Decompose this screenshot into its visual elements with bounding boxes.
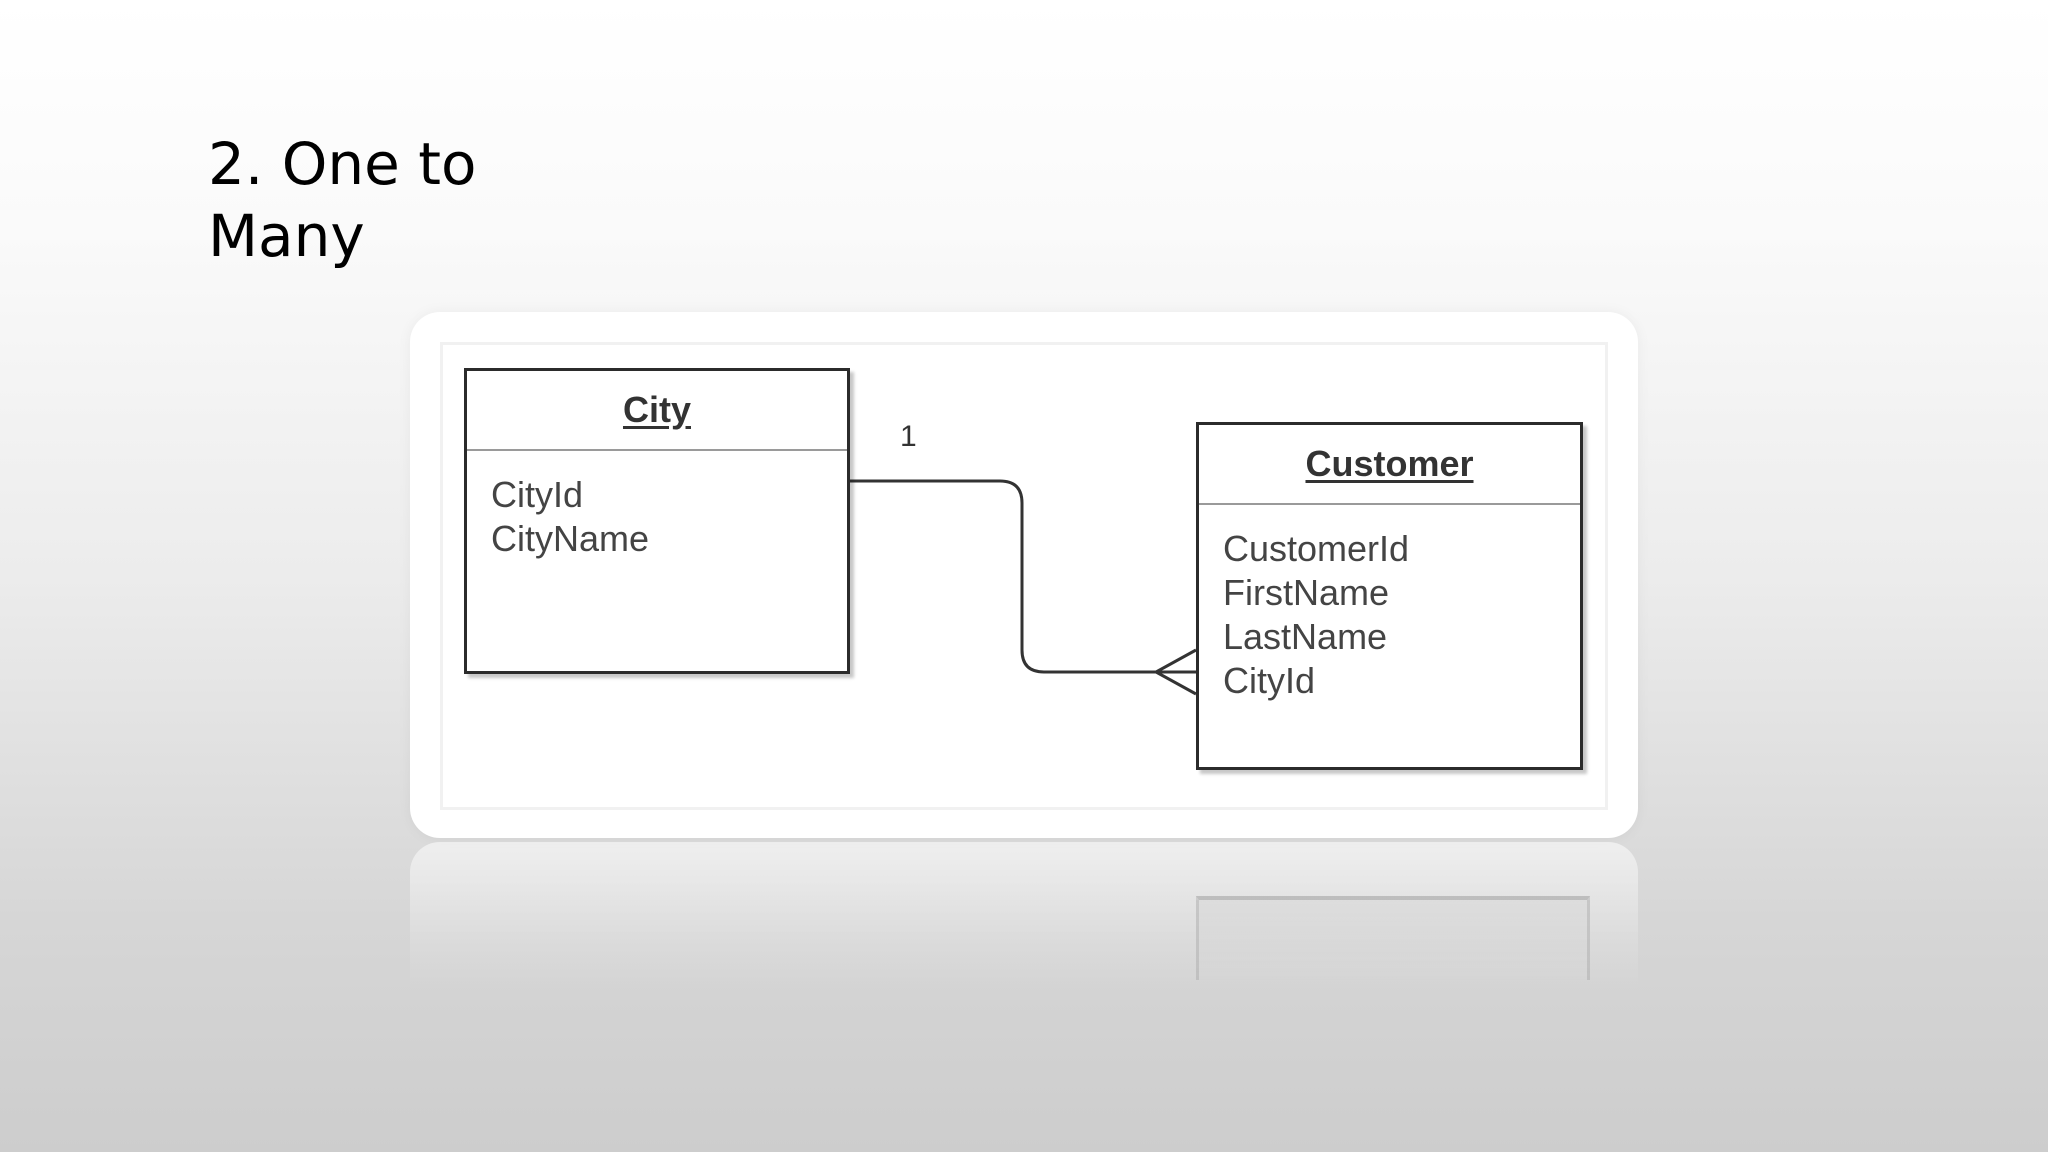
slide-title: 2. One to Many [208, 130, 477, 270]
diagram-reflection [410, 842, 1638, 992]
cardinality-one-label: 1 [900, 420, 917, 453]
attribute-firstname: FirstName [1223, 572, 1390, 613]
diagram-frame [440, 342, 1608, 810]
entity-customer-name: Customer [1305, 443, 1474, 484]
reflection-entity-outline [1196, 896, 1590, 980]
entity-city[interactable]: City CityId CityName [464, 368, 850, 674]
entity-city-header: City [467, 371, 847, 451]
entity-customer-attributes: CustomerId FirstName LastName CityId [1199, 505, 1580, 703]
attribute-lastname: LastName [1223, 616, 1388, 657]
entity-customer[interactable]: Customer CustomerId FirstName LastName C… [1196, 422, 1583, 770]
relationship-line [850, 479, 1196, 674]
entity-customer-header: Customer [1199, 425, 1580, 505]
attribute-cityname: CityName [491, 518, 650, 559]
attribute-customerid: CustomerId [1223, 528, 1410, 569]
attribute-cityid: CityId [491, 474, 584, 515]
attribute-customer-cityid: CityId [1223, 660, 1316, 701]
entity-city-attributes: CityId CityName [467, 451, 847, 561]
entity-city-name: City [622, 389, 691, 430]
crow-foot-many-icon [1152, 648, 1197, 696]
